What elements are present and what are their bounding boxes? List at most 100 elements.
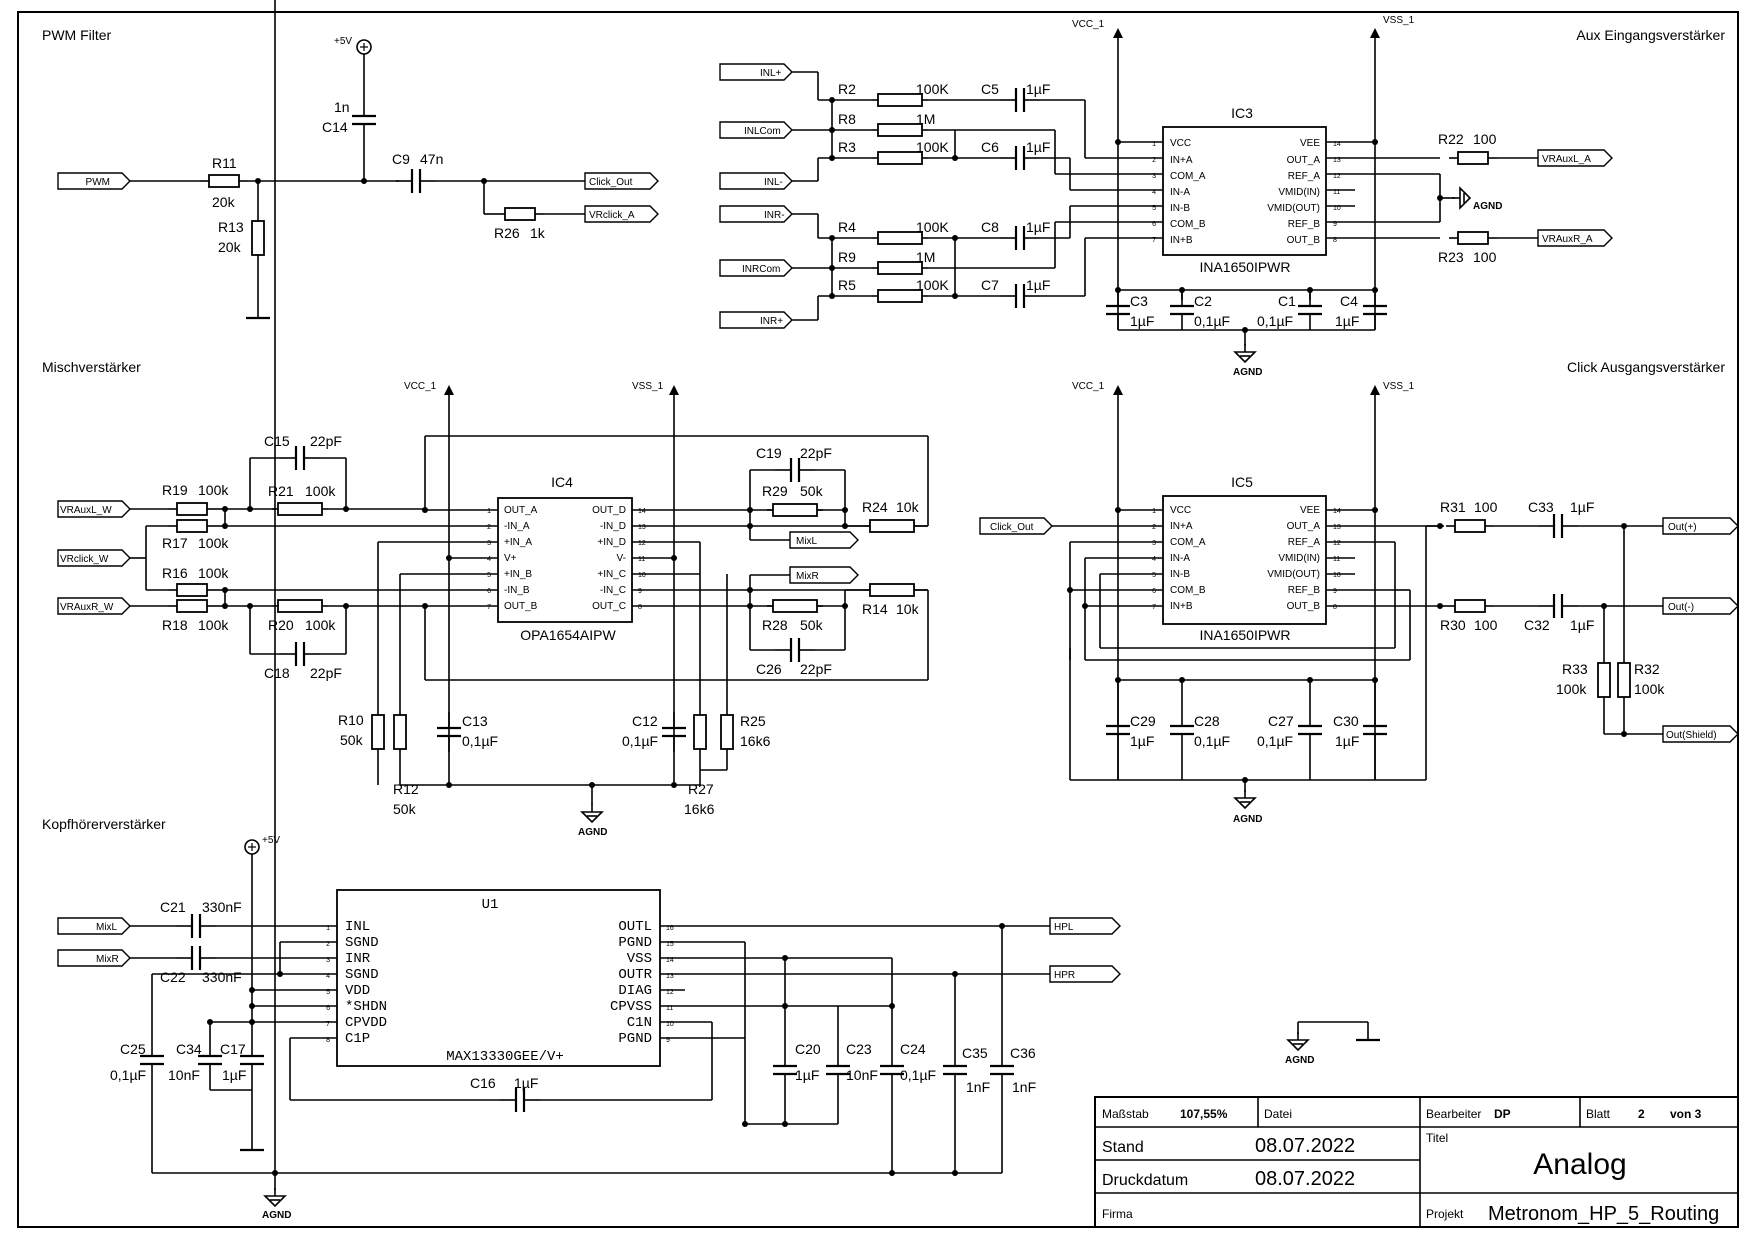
- resistor-r18: [167, 599, 217, 613]
- svg-text:+IN_A: +IN_A: [504, 537, 532, 548]
- svg-text:0,1µF: 0,1µF: [1194, 733, 1230, 749]
- svg-text:11: 11: [1333, 189, 1340, 196]
- svg-text:IN-B: IN-B: [1170, 569, 1190, 580]
- svg-text:-IN_D: -IN_D: [600, 521, 626, 532]
- svg-text:100K: 100K: [916, 219, 949, 235]
- svg-text:VCC: VCC: [1170, 505, 1191, 516]
- svg-text:1µF: 1µF: [1026, 139, 1050, 155]
- svg-text:0,1µF: 0,1µF: [1257, 733, 1293, 749]
- svg-text:VEE: VEE: [1300, 138, 1320, 149]
- svg-text:100K: 100K: [916, 139, 949, 155]
- svg-text:C3: C3: [1130, 293, 1148, 309]
- r26-ref: R26: [494, 225, 520, 241]
- svg-text:IN-A: IN-A: [1170, 553, 1190, 564]
- svg-text:1M: 1M: [916, 249, 935, 265]
- svg-text:R5: R5: [838, 277, 856, 293]
- port-pwm: [57, 172, 131, 190]
- r26-value: 1k: [530, 225, 546, 241]
- pwm-filter-block: PWM R11 20k R13 20k +5V 1n C14 C9 47n R2…: [57, 36, 659, 320]
- svg-text:C1P: C1P: [345, 1031, 370, 1047]
- svg-text:1µF: 1µF: [795, 1067, 819, 1083]
- r11-value: 20k: [212, 194, 236, 210]
- svg-text:C29: C29: [1130, 713, 1156, 729]
- svg-text:CPVSS: CPVSS: [610, 999, 652, 1015]
- svg-text:REF_B: REF_B: [1288, 585, 1321, 596]
- port-inl-plus: [719, 63, 793, 81]
- svg-text:1µF: 1µF: [1130, 313, 1154, 329]
- svg-text:5: 5: [487, 572, 491, 579]
- svg-text:22pF: 22pF: [800, 661, 832, 677]
- svg-text:INLCom: INLCom: [744, 126, 781, 137]
- svg-text:PGND: PGND: [618, 1031, 652, 1047]
- c14-ref: C14: [322, 119, 348, 135]
- svg-text:-IN_A: -IN_A: [504, 521, 530, 532]
- svg-text:R21: R21: [268, 483, 294, 499]
- svg-text:C26: C26: [756, 661, 782, 677]
- svg-text:C20: C20: [795, 1041, 821, 1057]
- svg-text:5: 5: [1152, 205, 1156, 212]
- aux-amplifier-block: VCC_1 VSS_1 IC3 INA1650IPWR VCC IN+A COM…: [719, 15, 1613, 378]
- svg-text:6: 6: [487, 588, 491, 595]
- svg-text:9: 9: [666, 1037, 670, 1044]
- svg-text:OUT_B: OUT_B: [1287, 601, 1321, 612]
- resistor-r25: [720, 707, 734, 757]
- svg-text:AGND: AGND: [1233, 814, 1262, 825]
- svg-text:R31: R31: [1440, 499, 1466, 515]
- port-vrauxl-a: [1537, 149, 1613, 167]
- svg-text:VRclick_W: VRclick_W: [60, 554, 109, 565]
- svg-text:0,1µF: 0,1µF: [1194, 313, 1230, 329]
- r11-ref: R11: [212, 155, 237, 171]
- sheet-frame: [17, 11, 1739, 1228]
- port-hpr: [1049, 965, 1121, 983]
- svg-text:10: 10: [1333, 205, 1341, 212]
- svg-text:INL: INL: [345, 919, 370, 935]
- svg-text:COM_B: COM_B: [1170, 585, 1206, 596]
- svg-text:REF_A: REF_A: [1288, 537, 1321, 548]
- svg-text:MixL: MixL: [96, 922, 118, 933]
- svg-text:14: 14: [1333, 508, 1341, 515]
- section-title-misch: Mischverstärker: [42, 359, 141, 375]
- port-inlcom: [719, 121, 793, 139]
- svg-text:16: 16: [666, 925, 674, 932]
- svg-text:V+: V+: [504, 553, 517, 564]
- resistor-r27: [693, 707, 707, 757]
- svg-text:OUT_B: OUT_B: [1287, 235, 1321, 246]
- capacitor-c14: [350, 98, 378, 142]
- svg-text:R12: R12: [393, 781, 419, 797]
- aux-vss-label: VSS_1: [1383, 15, 1415, 26]
- resistor-r23: [1448, 231, 1498, 245]
- svg-text:9: 9: [1333, 588, 1337, 595]
- svg-text:VRAuxL_A: VRAuxL_A: [1542, 154, 1591, 165]
- svg-text:Blatt: Blatt: [1586, 1107, 1611, 1121]
- svg-text:2: 2: [326, 941, 330, 948]
- svg-text:12: 12: [1333, 540, 1341, 547]
- svg-text:R2: R2: [838, 81, 856, 97]
- svg-text:VSS: VSS: [627, 951, 652, 967]
- svg-text:Stand: Stand: [1102, 1139, 1144, 1156]
- capacitor-c15: [278, 444, 322, 472]
- svg-text:R25: R25: [740, 713, 766, 729]
- resistor-r10: [371, 707, 385, 757]
- svg-text:COM_B: COM_B: [1170, 219, 1206, 230]
- port-pwm-label: PWM: [86, 177, 110, 188]
- svg-text:VDD: VDD: [345, 983, 370, 999]
- svg-text:R24: R24: [862, 499, 888, 515]
- svg-text:10nF: 10nF: [168, 1067, 200, 1083]
- svg-text:100k: 100k: [198, 482, 229, 498]
- svg-text:R14: R14: [862, 601, 888, 617]
- resistor-r21: [271, 502, 329, 516]
- svg-text:1: 1: [326, 925, 330, 932]
- svg-text:11: 11: [638, 556, 645, 563]
- svg-text:1nF: 1nF: [1012, 1079, 1036, 1095]
- svg-text:14: 14: [638, 508, 646, 515]
- svg-text:VEE: VEE: [1300, 505, 1320, 516]
- aux-vcc-label: VCC_1: [1072, 19, 1105, 30]
- svg-text:+IN_B: +IN_B: [504, 569, 532, 580]
- svg-text:R4: R4: [838, 219, 856, 235]
- svg-text:INA1650IPWR: INA1650IPWR: [1199, 627, 1290, 643]
- pwm-5v-label: +5V: [334, 36, 352, 47]
- svg-text:C24: C24: [900, 1041, 926, 1057]
- r23-value: 100: [1473, 249, 1497, 265]
- svg-text:1µF: 1µF: [1026, 81, 1050, 97]
